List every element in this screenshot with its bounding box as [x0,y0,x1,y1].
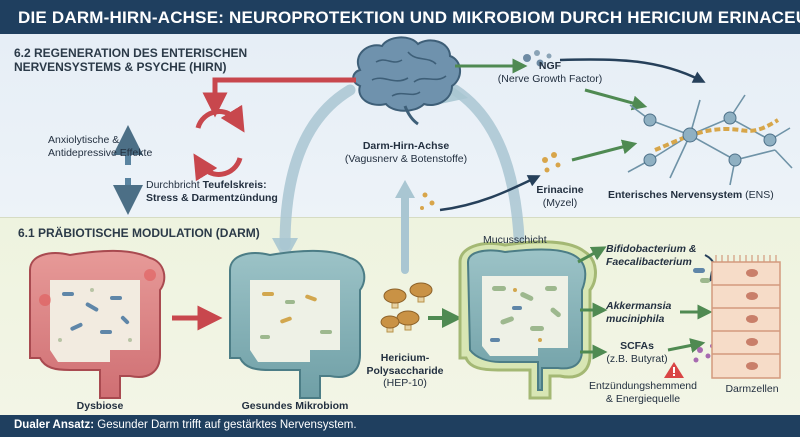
ngf-subtitle: (Nerve Growth Factor) [497,72,603,85]
erinacine-title: Erinacine [536,184,584,196]
brain-to-neurons-arrow [559,58,706,83]
brain-icon [352,36,461,126]
spore-dots-icon [420,192,435,210]
mucus-gut-icon [458,240,597,400]
bifido-label: Bifidobacterium & Faecalibacterium [606,243,697,268]
footer-caption: Dualer Ansatz: Gesunder Darm trifft auf … [14,419,357,431]
ngf-title: NGF [538,60,562,72]
brain-to-cycle-arrow [202,77,356,118]
anxiolytic-effects-label: Anxiolytische & Antidepressive Effekte [48,134,153,159]
mushroom-icon [380,282,433,333]
gut-brain-axis-title: Darm-Hirn-Achse [362,140,450,152]
gut-brain-axis-label: Darm-Hirn-Achse (Vagusnerv & Botenstoffe… [326,140,486,165]
anti-inflammatory-label: Entzündungshemmend & Energiequelle [589,380,697,405]
vicious-cycle-label: Durchbricht Teufelskreis: Stress & Darme… [146,179,346,204]
dysbiosis-gut-icon [29,249,166,399]
ngf-molecule-icon [523,50,552,67]
intestinal-cells-label: Darmzellen [725,383,779,395]
intestinal-cells-icon [711,255,781,379]
polysaccharide-label: Hericium-Polysaccharide (HEP-10) [350,352,460,390]
section-heading-brain: 6.2 REGENERATION DES ENTERISCHEN NERVENS… [14,46,248,74]
footer-caption-text: Gesunder Darm trifft auf gestärktes Nerv… [97,419,357,431]
title-bar: DIE DARM-HIRN-ACHSE: NEUROPROTEKTION UND… [0,0,800,34]
scfa-label: SCFAs (z.B. Butyrat) [602,340,672,365]
vicious-cycle-detail: Stress & Darmentzündung [146,191,278,204]
ens-title: Enterisches Nervensystem [608,189,743,201]
erinacine-molecule-icon [542,152,561,173]
ngf-label: NGF (Nerve Growth Factor) [490,60,610,85]
vicious-cycle-icon [193,104,245,182]
brain-to-gut-arrow [279,84,356,251]
erinacine-label: Erinacine (Myzel) [520,184,600,209]
gut-to-brain-arrow [449,84,526,276]
hep-to-erinacine-arrow [439,175,541,212]
polysaccharide-subtitle: (HEP-10) [383,377,427,389]
ngf-to-neurons-arrow [584,88,648,111]
mucus-layer-label: Mucusschicht [483,234,547,246]
dysbiosis-label: Dysbiose [76,400,124,412]
scfa-title: SCFAs [620,340,654,352]
bacteria-icon [693,268,710,283]
footer-caption-label: Dualer Ansatz: [14,419,95,431]
healthy-gut-icon [229,249,366,399]
scfa-to-cells-arrow [667,338,706,353]
erinacine-to-neurons-arrow [571,139,638,162]
akkermansia-label: Akkermansia muciniphila [606,300,672,325]
scfa-molecule-icon [693,344,714,363]
footer-bar: Dualer Ansatz: Gesunder Darm trifft auf … [0,415,800,437]
polysaccharide-title: Hericium-Polysaccharide [366,352,444,377]
warning-icon [664,362,684,378]
healthy-microbiome-label: Gesundes Mikrobiom [241,400,349,412]
gut-to-bifido-arrow [577,246,607,264]
section-heading-gut: 6.1 PRÄBIOTISCHE MODULATION (DARM) [18,226,260,240]
erinacine-subtitle: (Myzel) [542,196,578,209]
neuron-network-icon [627,94,793,186]
ens-abbrev: (ENS) [742,189,774,201]
vicious-cycle-term: Teufelskreis: [202,179,267,191]
scfa-subtitle: (z.B. Butyrat) [606,352,668,365]
gut-brain-axis-subtitle: (Vagusnerv & Botenstoffe) [344,152,468,165]
vicious-cycle-prefix: Durchbricht [146,179,203,191]
page-title: DIE DARM-HIRN-ACHSE: NEUROPROTEKTION UND… [18,8,800,27]
ens-label: Enterisches Nervensystem (ENS) [608,189,798,202]
